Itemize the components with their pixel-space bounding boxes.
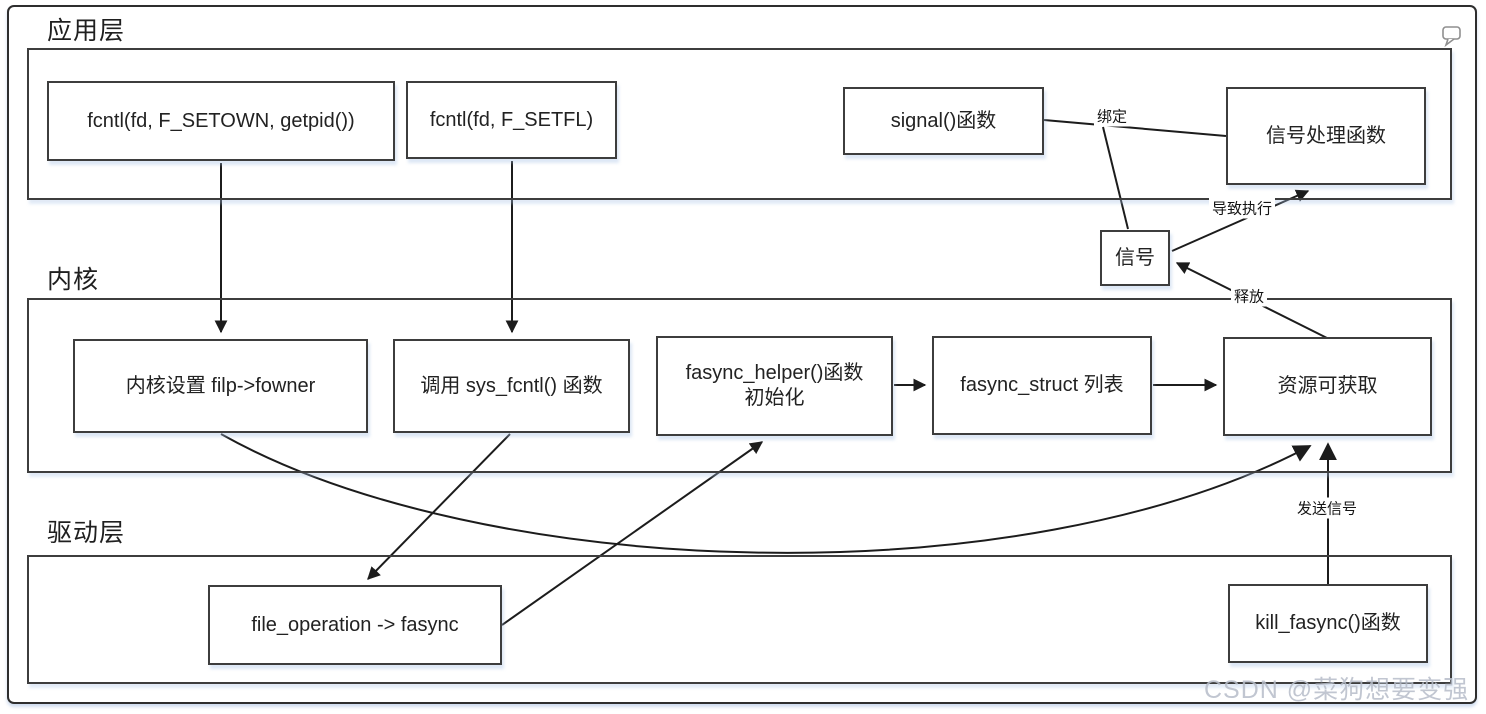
app-layer-label: 应用层 [47, 17, 126, 45]
driver-layer-label: 驱动层 [47, 519, 126, 547]
comment-bubble-icon[interactable] [1442, 26, 1461, 48]
edge-label-cause-exec: 导致执行 [1208, 197, 1276, 219]
node-label: signal()函数 [890, 109, 997, 132]
node-resource-ready: 资源可获取 [1223, 337, 1432, 436]
driver-layer-box [27, 555, 1452, 684]
node-kill-fasync: kill_fasync()函数 [1228, 584, 1428, 663]
node-label: fasync_struct 列表 [960, 374, 1124, 396]
edge-label-bind: 绑定 [1093, 105, 1131, 127]
kernel-layer-label: 内核 [47, 266, 100, 294]
node-signal-fn: signal()函数 [843, 87, 1044, 155]
node-label: kill_fasync()函数 [1255, 612, 1401, 634]
edge-fowner-to-resource-curve [220, 433, 1312, 554]
edge-signal-to-handler [1171, 189, 1310, 252]
edge-label-send-signal: 发送信号 [1293, 497, 1361, 519]
node-fcntl-setown: fcntl(fd, F_SETOWN, getpid()) [47, 81, 395, 161]
kernel-layer-box [27, 298, 1452, 473]
edge-sysfcntl-to-fileoperation [367, 433, 511, 580]
edge-signalfn-to-handler [1043, 119, 1227, 137]
node-label-line2: 初始化 [744, 387, 805, 409]
node-label: 资源可获取 [1277, 375, 1378, 397]
csdn-watermark: CSDN @菜狗想要变强 [1204, 676, 1470, 704]
node-fasync-struct: fasync_struct 列表 [932, 336, 1152, 435]
edge-label-release: 释放 [1230, 285, 1268, 307]
node-signal-handler: 信号处理函数 [1226, 87, 1426, 185]
edge-bind-to-signal [1102, 126, 1129, 230]
node-label: fcntl(fd, F_SETOWN, getpid()) [87, 109, 355, 132]
node-sys-fcntl: 调用 sys_fcntl() 函数 [393, 339, 630, 433]
node-label: 信号处理函数 [1266, 124, 1386, 147]
node-set-fowner: 内核设置 filp->fowner [73, 339, 368, 433]
node-fasync-helper: fasync_helper()函数 初始化 [656, 336, 893, 436]
node-label: file_operation -> fasync [251, 613, 459, 636]
node-fcntl-setfl: fcntl(fd, F_SETFL) [406, 81, 617, 159]
node-signal: 信号 [1100, 230, 1170, 286]
app-layer-box [27, 48, 1452, 200]
node-label: 调用 sys_fcntl() 函数 [420, 374, 603, 397]
node-label: 内核设置 filp->fowner [125, 374, 316, 397]
node-label-line1: fasync_helper()函数 [685, 362, 864, 384]
node-file-operation: file_operation -> fasync [208, 585, 502, 665]
node-label: fcntl(fd, F_SETFL) [429, 108, 594, 131]
node-label: 信号 [1115, 246, 1155, 269]
